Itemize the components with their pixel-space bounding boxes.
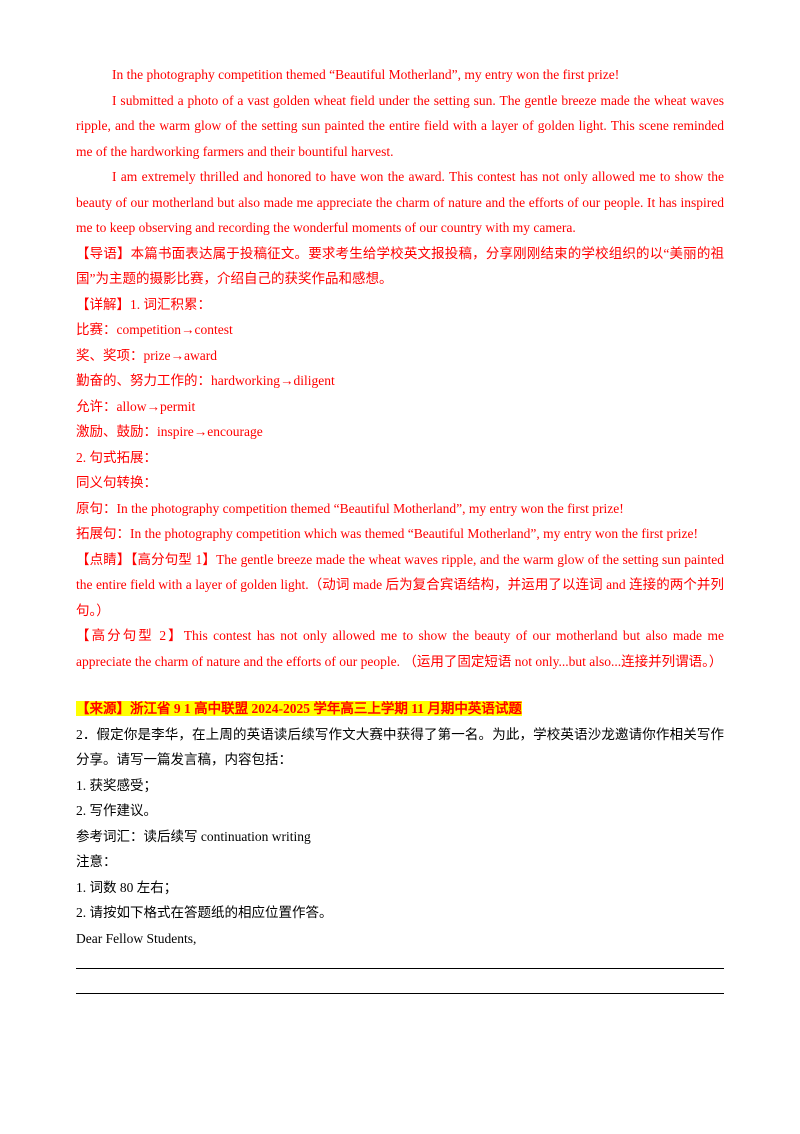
highlight-type-1: 【点睛】【高分句型 1】The gentle breeze made the w… xyxy=(76,547,724,624)
highlight-label: 【点睛】 xyxy=(76,551,131,567)
notice-item: 1. 词数 80 左右； xyxy=(76,879,178,895)
guide-text: 本篇书面表达属于投稿征文。要求考生给学校英文报投稿，分享刚刚结束的学校组织的以“… xyxy=(76,245,724,287)
type1-label: 【高分句型 1】 xyxy=(130,551,217,567)
highlight-type-2: 【高分句型 2】This contest has not only allowe… xyxy=(76,623,724,674)
answer-line xyxy=(76,968,724,969)
guide-section: 【导语】本篇书面表达属于投稿征文。要求考生给学校英文报投稿，分享刚刚结束的学校组… xyxy=(76,241,724,292)
source-text: 浙江省 9 1 高中联盟 2024-2025 学年高三上学期 11 月期中英语试… xyxy=(130,701,522,716)
detail-header: 【详解】1. 词汇积累： xyxy=(76,292,724,318)
section-gap xyxy=(76,674,724,696)
salutation: Dear Fellow Students, xyxy=(76,930,197,946)
question-item: 2. 写作建议。 xyxy=(76,803,157,818)
vocab-item: 比赛：competition→contest xyxy=(76,322,233,337)
original-sentence: 原句：In the photography competition themed… xyxy=(76,500,624,516)
source-line: 【来源】浙江省 9 1 高中联盟 2024-2025 学年高三上学期 11 月期… xyxy=(76,696,724,722)
vocab-title: 1. 词汇积累： xyxy=(130,296,211,312)
guide-label: 【导语】 xyxy=(76,245,131,261)
sentence-title: 2. 句式拓展： xyxy=(76,449,157,465)
vocab-item: 激励、鼓励：inspire→encourage xyxy=(76,424,263,439)
notice-item: 2. 请按如下格式在答题纸的相应位置作答。 xyxy=(76,905,333,920)
expanded-sentence: 拓展句：In the photography competition which… xyxy=(76,526,698,541)
sentence-subtitle: 同义句转换： xyxy=(76,475,157,490)
reference-vocab: 参考词汇：读后续写 continuation writing xyxy=(76,828,311,844)
source-label: 【来源】 xyxy=(76,701,130,716)
answer-line xyxy=(76,993,724,994)
vocab-item: 勤奋的、努力工作的：hardworking→diligent xyxy=(76,373,335,388)
notice-title: 注意： xyxy=(76,854,117,869)
type2-label: 【高分句型 2】 xyxy=(76,628,184,643)
vocab-item: 奖、奖项：prize→award xyxy=(76,347,217,363)
detail-label: 【详解】 xyxy=(76,296,130,312)
question-intro: 2．假定你是李华，在上周的英语读后续写作文大赛中获得了第一名。为此，学校英语沙龙… xyxy=(76,726,724,768)
source-highlight: 【来源】浙江省 9 1 高中联盟 2024-2025 学年高三上学期 11 月期… xyxy=(76,701,522,716)
essay-paragraph-2: I submitted a photo of a vast golden whe… xyxy=(76,92,724,159)
essay-paragraph-1: In the photography competition themed “B… xyxy=(112,67,620,82)
type2-text: This contest has not only allowed me to … xyxy=(76,628,724,669)
question-item: 1. 获奖感受； xyxy=(76,777,157,793)
essay-paragraph-3: I am extremely thrilled and honored to h… xyxy=(76,169,724,235)
type1-text: The gentle breeze made the wheat waves r… xyxy=(76,551,724,618)
vocab-item: 允许：allow→permit xyxy=(76,398,196,414)
